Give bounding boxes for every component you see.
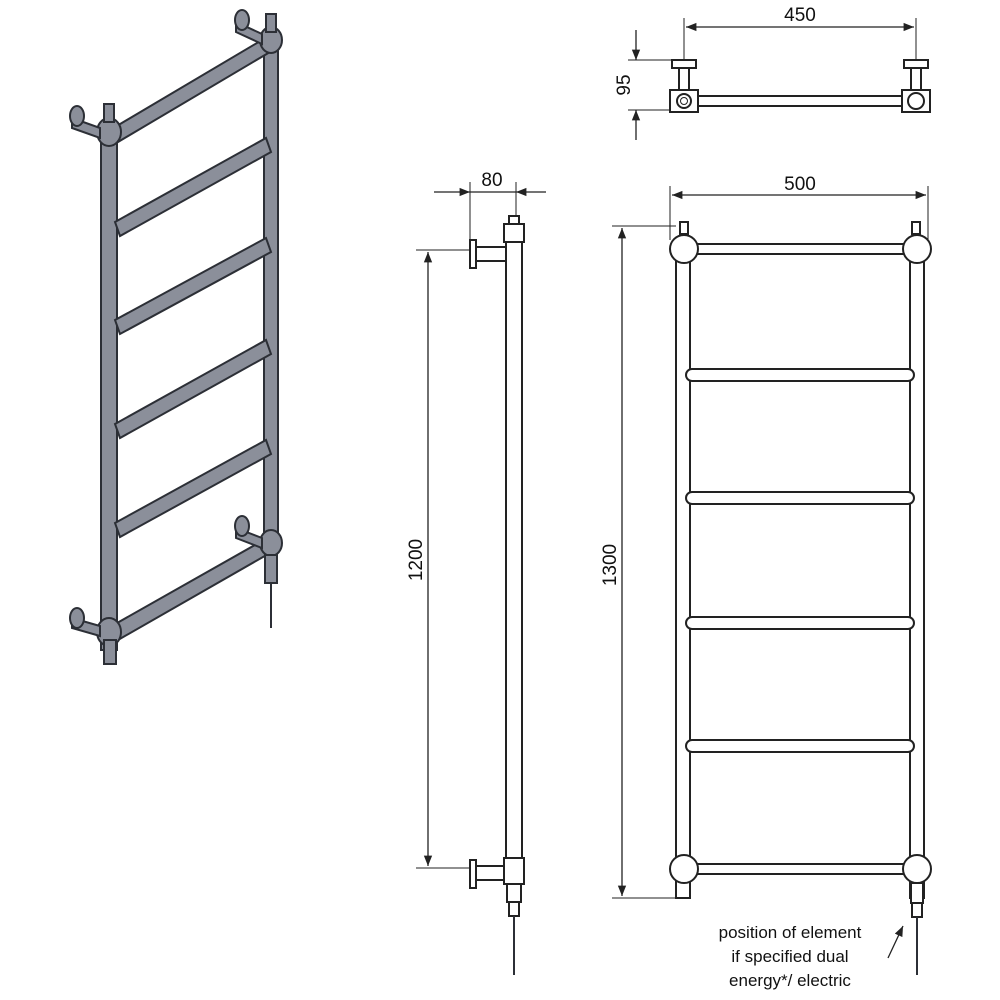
front-left-upright xyxy=(675,237,691,899)
iso-valves xyxy=(103,13,277,665)
dimension-label-95: 95 xyxy=(614,74,635,95)
dimension-label-500: 500 xyxy=(784,174,816,195)
isometric-view xyxy=(69,9,283,665)
dimension-label-80: 80 xyxy=(481,170,502,191)
note-line-2: if specified dual xyxy=(731,947,848,966)
iso-left-upright xyxy=(100,129,118,651)
iso-wall-brackets xyxy=(69,9,263,638)
element-position-note: position of element if specified dual en… xyxy=(719,923,862,990)
dimension-label-1200: 1200 xyxy=(406,539,427,581)
front-bars xyxy=(685,368,915,753)
iso-bars xyxy=(108,38,273,642)
side-view: 80 1200 xyxy=(406,170,546,975)
dimension-label-1300: 1300 xyxy=(600,544,621,586)
front-right-upright xyxy=(909,237,925,899)
iso-heating-element xyxy=(264,554,278,628)
front-view: 500 1300 xyxy=(600,174,932,975)
note-line-3: energy*/ electric xyxy=(729,971,851,990)
note-line-1: position of element xyxy=(719,923,862,942)
iso-right-upright xyxy=(263,39,279,551)
dimension-label-450: 450 xyxy=(784,5,816,26)
plan-view: 450 95 xyxy=(614,5,931,140)
